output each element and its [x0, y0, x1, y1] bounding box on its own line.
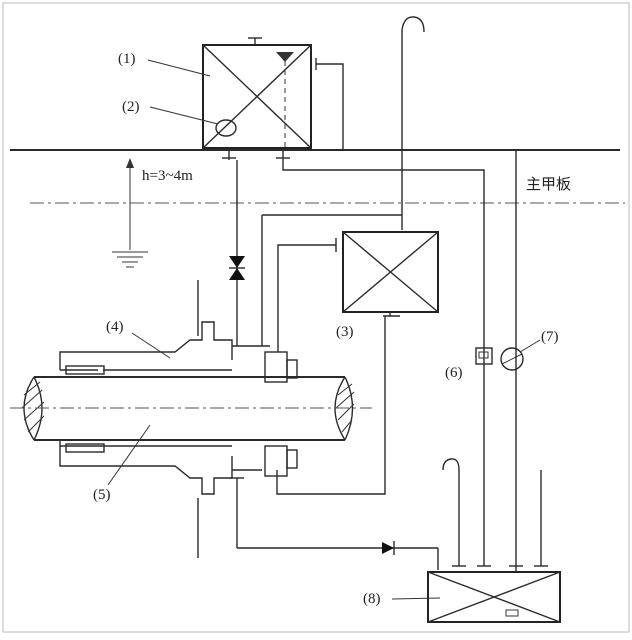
leader-2 — [149, 106, 219, 125]
leader-4 — [131, 332, 171, 359]
float-item-2 — [215, 119, 237, 137]
sight-glass-6 — [475, 347, 493, 365]
stern-tube-assembly — [10, 280, 372, 558]
leader-8 — [391, 597, 441, 600]
leader-1 — [147, 59, 211, 77]
pipe-3-to-seal — [277, 244, 336, 352]
overflow-pipe — [316, 63, 517, 612]
label-5: (5) — [93, 487, 111, 503]
label-3: (3) — [336, 324, 354, 340]
label-4: (4) — [106, 319, 124, 335]
drain-tank-8 — [427, 458, 561, 623]
height-label: h=3~4m — [142, 168, 193, 184]
image-border — [2, 2, 630, 633]
seal-tank-3 — [335, 231, 439, 317]
label-2: (2) — [122, 99, 140, 115]
label-8: (8) — [363, 591, 381, 607]
return-3-from-seal — [276, 316, 386, 495]
flow-indicator-7 — [500, 347, 524, 371]
header-tank-1 — [202, 37, 317, 160]
vent-pipe — [261, 16, 425, 346]
label-6: (6) — [445, 365, 463, 381]
gravity-supply-line — [229, 160, 245, 346]
label-7: (7) — [541, 329, 559, 345]
label-1: (1) — [118, 51, 136, 67]
height-marker: h=3~4m — [112, 158, 193, 268]
return-pipe-6 — [282, 160, 493, 566]
drain-line — [230, 477, 439, 570]
leader-7 — [519, 339, 541, 353]
main-deck-label: 主甲板 — [526, 175, 571, 193]
leader-5 — [107, 424, 151, 486]
